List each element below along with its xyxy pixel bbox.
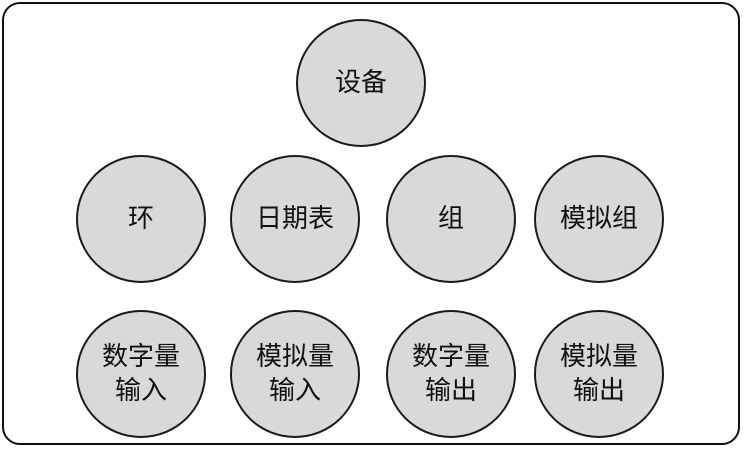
node-analog-group-label: 模拟组	[559, 204, 638, 234]
node-schedule-label: 日期表	[255, 204, 334, 234]
node-analog-output-label: 模拟量 输出	[559, 342, 638, 406]
node-analog-output: 模拟量 输出	[534, 310, 664, 438]
node-analog-group: 模拟组	[534, 155, 664, 283]
node-device-label: 设备	[334, 68, 387, 98]
node-analog-input: 模拟量 输入	[230, 310, 360, 438]
node-digital-input: 数字量 输入	[76, 310, 206, 438]
node-digital-output-label: 数字量 输出	[411, 342, 490, 406]
node-digital-input-label: 数字量 输入	[101, 342, 180, 406]
node-group-label: 组	[437, 204, 464, 234]
node-ring: 环	[76, 155, 206, 283]
node-digital-output: 数字量 输出	[386, 310, 516, 438]
node-device: 设备	[296, 19, 426, 147]
node-schedule: 日期表	[230, 155, 360, 283]
node-ring-label: 环	[127, 204, 154, 234]
node-group: 组	[386, 155, 516, 283]
node-analog-input-label: 模拟量 输入	[255, 342, 334, 406]
